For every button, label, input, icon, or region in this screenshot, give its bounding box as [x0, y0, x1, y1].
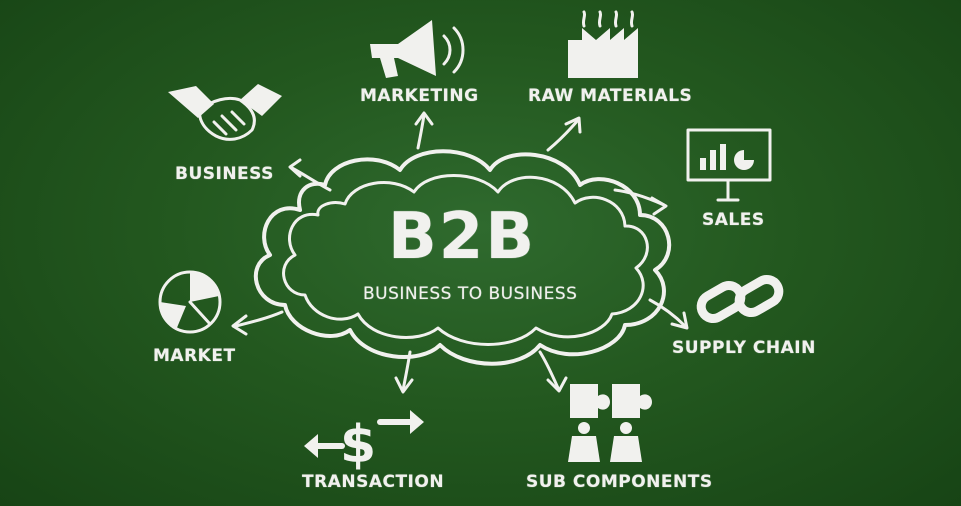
arrow-to-raw-materials	[546, 116, 582, 152]
label-raw-materials: RAW MATERIALS	[528, 86, 693, 106]
label-sub-components: SUB COMPONENTS	[526, 472, 713, 492]
cloud-outline-inner	[282, 174, 649, 346]
presentation-chart-icon	[686, 128, 772, 202]
label-supply-chain: SUPPLY CHAIN	[672, 338, 816, 358]
arrow-to-supply-chain	[648, 298, 689, 330]
factory-icon	[568, 10, 638, 78]
dollar-arrows-icon: $	[304, 410, 424, 475]
arrow-to-business	[288, 158, 332, 192]
arrow-to-marketing	[414, 111, 434, 150]
center-title: B2B	[388, 200, 537, 274]
label-marketing: MARKETING	[360, 86, 479, 106]
chain-link-icon	[696, 275, 784, 323]
arrow-to-sub-components	[538, 350, 568, 393]
label-transaction: TRANSACTION	[302, 472, 445, 492]
arrow-to-market	[231, 310, 284, 336]
label-sales: SALES	[702, 210, 765, 230]
center-subtitle: BUSINESS TO BUSINESS	[363, 284, 578, 304]
cloud-outline-outer	[253, 149, 672, 366]
label-business: BUSINESS	[175, 164, 274, 184]
arrow-to-transaction	[394, 350, 414, 394]
megaphone-icon	[370, 20, 465, 78]
svg-text:$: $	[340, 415, 376, 475]
handshake-icon	[168, 84, 282, 141]
label-market: MARKET	[153, 346, 236, 366]
puzzle-people-icon	[568, 384, 652, 462]
arrow-to-sales	[613, 188, 668, 216]
pie-chart-icon	[158, 270, 222, 334]
